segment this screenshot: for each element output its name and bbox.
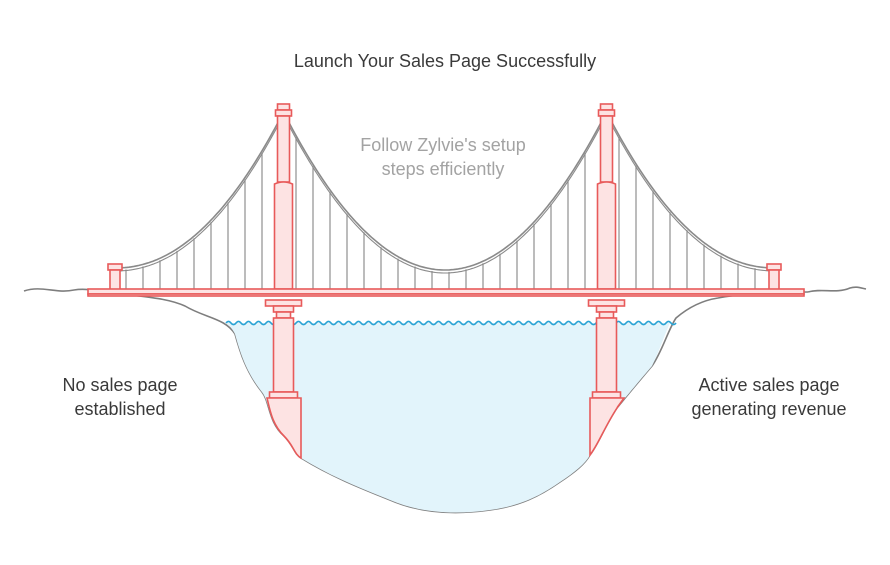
title-text: Launch Your Sales Page Successfully: [293, 51, 597, 71]
left-tower-cap-base: [274, 109, 293, 117]
left-side-cable: [115, 112, 284, 269]
bridge-caption-line-1: Follow Zylvie's setup: [360, 135, 526, 155]
right-tower-cap-base: [597, 109, 616, 117]
right-pier-footing-cap: [591, 391, 622, 399]
left-side-cable-inner: [115, 115, 284, 272]
right-ground-line: [807, 286, 867, 293]
center-main-cable-inner: [283, 114, 606, 274]
right-tower-upper: [599, 115, 614, 183]
right-pier-column: [595, 317, 618, 393]
right-pier-collar-lower: [598, 311, 615, 319]
right-pier-footing: [589, 397, 626, 458]
start-state-label: No sales page established: [20, 373, 220, 421]
water-body: [226, 323, 670, 513]
left-pier-collar: [272, 305, 295, 313]
left-pier-collar-lower: [275, 311, 292, 319]
left-tower-lower: [273, 181, 294, 290]
end-label-line-2: generating revenue: [691, 399, 847, 419]
right-side-cable: [605, 111, 775, 269]
left-anchor-cap: [107, 263, 123, 271]
left-pier-footing: [265, 397, 302, 460]
start-label-line-1: No sales page: [62, 375, 178, 395]
end-label-line-1: Active sales page: [698, 375, 840, 395]
right-tower-lower: [596, 181, 617, 290]
bridge-deck-edge: [87, 293, 805, 297]
right-tower-cap: [599, 103, 614, 111]
left-pier-footing-cap: [268, 391, 299, 399]
left-tower-cap: [276, 103, 291, 111]
right-pier-bearing: [587, 299, 626, 307]
diagram-title: Launch Your Sales Page Successfully: [0, 49, 890, 73]
bridge-caption-line-2: steps efficiently: [381, 159, 505, 179]
start-label-line-2: established: [74, 399, 166, 419]
right-side-cable-inner: [606, 114, 775, 272]
center-main-cable: [282, 111, 607, 271]
left-anchor-post: [109, 269, 121, 291]
bridge-structure: [87, 103, 805, 460]
end-state-label: Active sales page generating revenue: [664, 373, 874, 421]
main-cables: [115, 111, 775, 274]
suspension-hangers: [125, 137, 756, 289]
left-pier-bearing: [264, 299, 303, 307]
bridge-caption: Follow Zylvie's setup steps efficiently: [318, 133, 568, 181]
right-pier-collar: [595, 305, 618, 313]
left-tower-upper: [276, 115, 291, 183]
left-pier-column: [272, 317, 295, 393]
right-anchor-post: [768, 269, 780, 291]
right-anchor-cap: [766, 263, 782, 271]
